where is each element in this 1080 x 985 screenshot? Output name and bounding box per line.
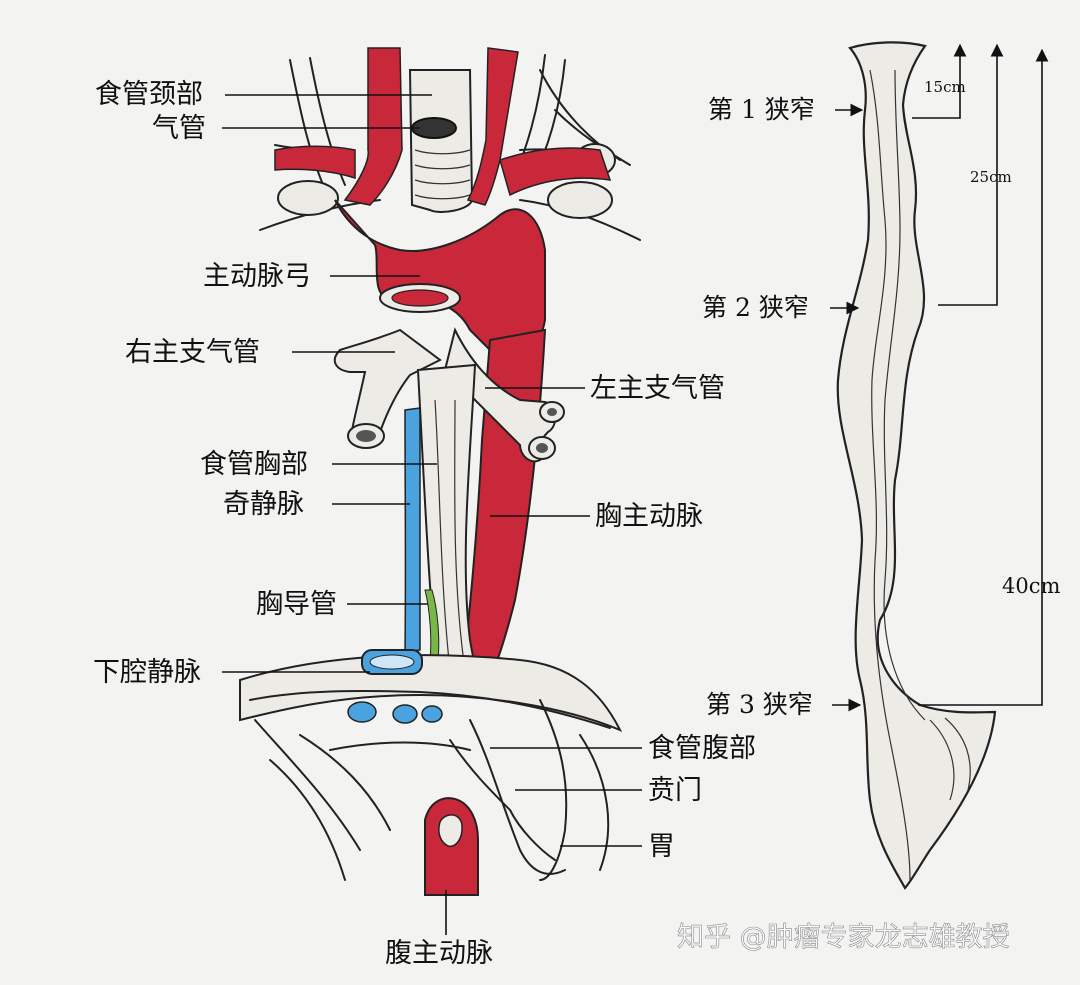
label-inferior-vena-cava: 下腔静脉 [93, 657, 201, 688]
measure-15cm: 15cm [924, 78, 966, 96]
label-thoracic-esophagus: 食管胸部 [200, 449, 308, 480]
label-abdominal-esophagus: 食管腹部 [648, 733, 756, 764]
left-labels: 食管颈部 气管 主动脉弓 右主支气管 左主支气管 食管胸部 奇静脉 胸主动脉 胸… [93, 79, 756, 969]
measure-25cm: 25cm [970, 168, 1012, 186]
azygos-vein-shape [404, 407, 421, 653]
label-trachea: 气管 [152, 113, 206, 144]
right-labels: 第 1 狭窄 第 2 狭窄 第 3 狭窄 15cm 25cm 40cm [702, 78, 1060, 719]
label-right-main-bronchus: 右主支气管 [125, 337, 260, 368]
trachea-shape [408, 69, 474, 213]
label-left-main-bronchus: 左主支气管 [590, 373, 725, 404]
label-cervical-esophagus: 食管颈部 [95, 79, 203, 110]
leader-lines [222, 94, 642, 935]
label-first-constriction: 第 1 狭窄 [708, 95, 815, 124]
label-aortic-arch: 主动脉弓 [203, 261, 311, 292]
left-carotid-artery [466, 47, 519, 206]
abdomen-sketch [254, 699, 610, 881]
right-subclavian-artery [274, 145, 356, 180]
label-azygos-vein: 奇静脉 [223, 489, 304, 520]
watermark-text: 知乎 @肿瘤专家龙志雄教授 [677, 922, 1010, 953]
measurement-brackets [912, 43, 1049, 706]
label-cardia: 贲门 [648, 775, 702, 806]
small-vessels [347, 701, 443, 724]
mediastinum-illustration [239, 47, 641, 896]
isolated-esophagus [836, 41, 997, 890]
left-subclavian-artery [499, 147, 612, 197]
right-bronchus-shape [333, 328, 442, 444]
right-carotid-artery [343, 47, 403, 206]
label-abdominal-aorta: 腹主动脉 [385, 938, 493, 969]
constriction-pointers [830, 103, 864, 712]
measure-40cm: 40cm [1002, 574, 1060, 598]
label-third-constriction: 第 3 狭窄 [706, 690, 813, 719]
esophagus-tube [836, 41, 997, 890]
label-thoracic-duct: 胸导管 [256, 589, 337, 620]
watermark: 知乎 @肿瘤专家龙志雄教授 [677, 922, 1010, 954]
label-second-constriction: 第 2 狭窄 [702, 293, 809, 322]
label-stomach: 胃 [648, 831, 675, 862]
label-thoracic-aorta: 胸主动脉 [595, 501, 703, 532]
